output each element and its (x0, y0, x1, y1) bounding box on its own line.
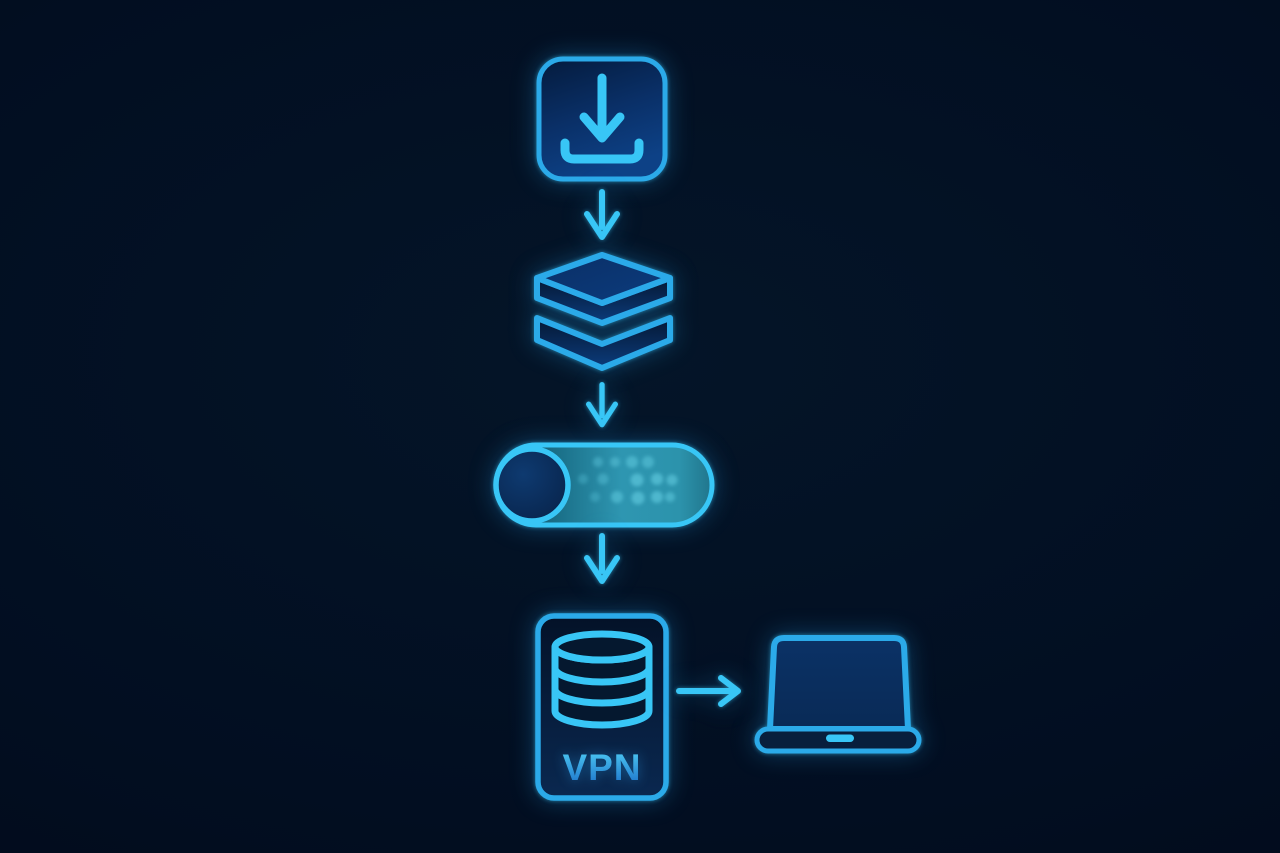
database-icon (551, 630, 653, 729)
layers-icon (534, 252, 673, 371)
arrow-down-icon (586, 382, 618, 428)
vpn-server-node (535, 613, 669, 801)
tunnel-data-dots (578, 456, 678, 505)
arrow-down-icon (584, 533, 620, 584)
tunnel-icon (493, 442, 715, 528)
vpn-label: VPN (534, 747, 670, 789)
arrow-right-icon (676, 675, 741, 707)
tunnel-entrance (493, 446, 571, 524)
download-icon (536, 56, 668, 182)
laptop-icon (754, 635, 922, 754)
laptop-screen (767, 635, 911, 732)
laptop-notch (826, 734, 854, 742)
arrow-down-icon (584, 189, 620, 240)
